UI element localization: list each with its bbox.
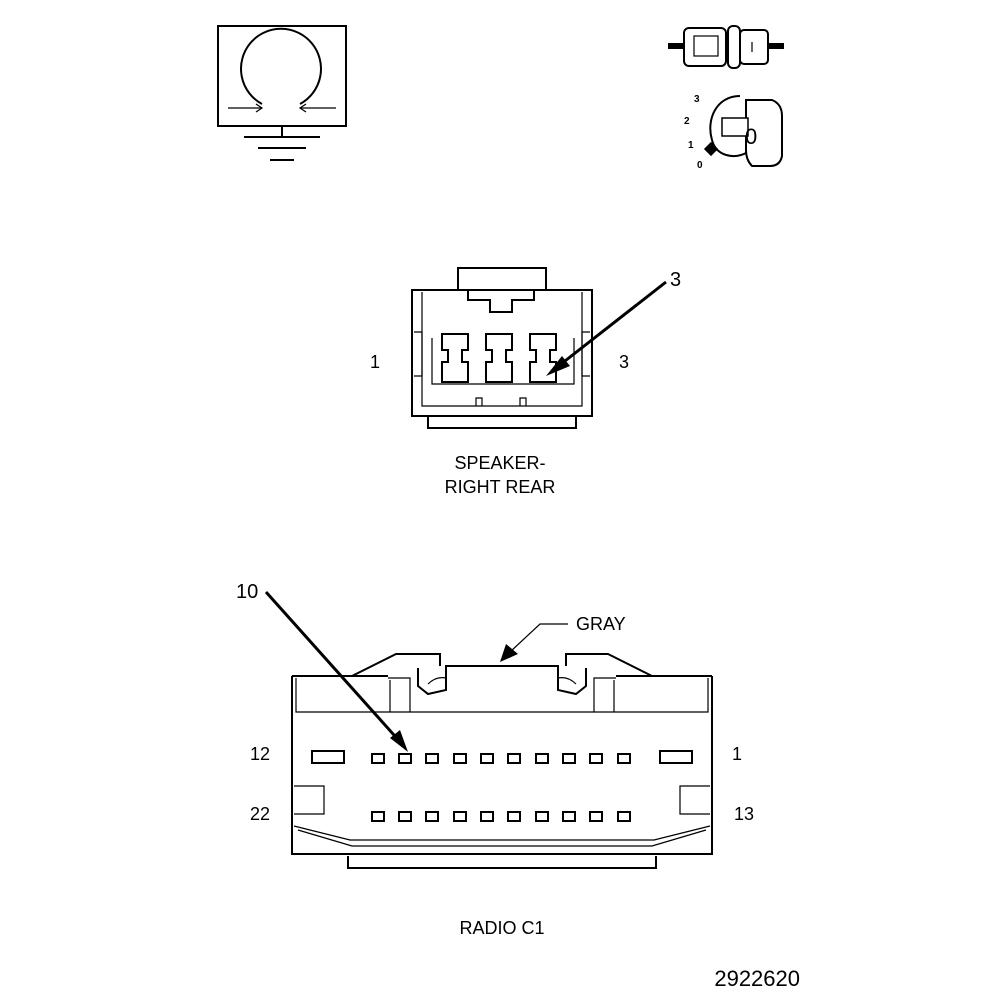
radio-title: RADIO C1 <box>459 918 544 938</box>
ignition-position-1: 1 <box>688 140 694 151</box>
radio-row2-left-label: 22 <box>250 804 270 824</box>
figure-number: 2922620 <box>714 966 800 991</box>
radio-callout-label: 10 <box>236 581 258 603</box>
radio-color-label: GRAY <box>576 614 626 634</box>
ignition-position-2: 2 <box>684 116 690 127</box>
ignition-key-label: 0 <box>745 124 757 149</box>
radio-connector <box>264 590 713 869</box>
speaker-callout-label: 3 <box>670 269 681 291</box>
radio-row1-left-label: 12 <box>250 744 270 764</box>
ignition-position-0: 0 <box>697 160 703 171</box>
ignition-position-3: 3 <box>694 94 700 105</box>
speaker-pin-left-label: 1 <box>370 352 380 372</box>
radio-row2-right-label: 13 <box>734 804 754 824</box>
speaker-pin-right-label: 3 <box>619 352 629 372</box>
speaker-title-line1: SPEAKER- <box>454 453 545 473</box>
ground-loop-icon <box>217 25 347 161</box>
speaker-title-line2: RIGHT REAR <box>445 477 556 497</box>
radio-row1-right-label: 1 <box>732 744 742 764</box>
speaker-connector <box>411 267 667 429</box>
ignition-key-icon <box>668 25 784 167</box>
